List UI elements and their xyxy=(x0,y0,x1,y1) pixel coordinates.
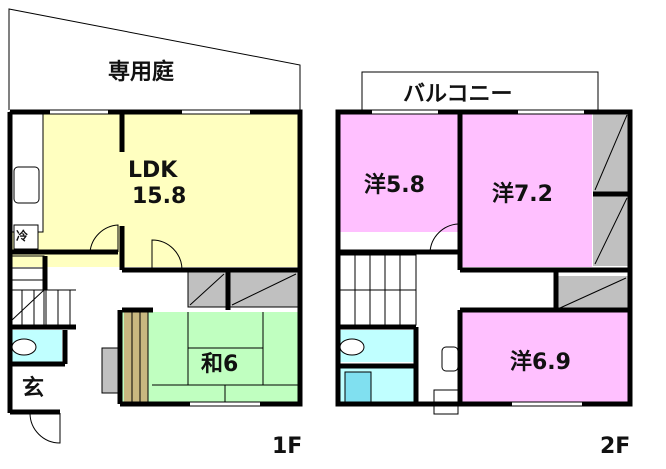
bathtub-icon xyxy=(344,371,372,403)
room-7-2-label: 洋7.2 xyxy=(492,182,553,207)
western-room-7-2 xyxy=(462,112,592,267)
western-room-6-9 xyxy=(462,312,628,404)
room-6-9-label: 洋6.9 xyxy=(510,350,571,375)
washbasin-icon xyxy=(441,346,459,372)
ldk-label: LDK xyxy=(128,158,178,183)
walls-2f xyxy=(335,109,633,407)
toilet-icon xyxy=(11,338,37,356)
sink-icon xyxy=(13,166,40,204)
ldk-size: 15.8 xyxy=(132,184,187,209)
balcony-label: バルコニー xyxy=(403,82,513,107)
balcony xyxy=(361,71,599,111)
garden-label: 専用庭 xyxy=(108,60,175,85)
walls-1f xyxy=(7,109,303,415)
fridge-label: 冷 xyxy=(16,229,29,243)
floor-2f-label: 2F xyxy=(600,434,631,459)
washitsu-room xyxy=(120,312,300,404)
room-5-8-label: 洋5.8 xyxy=(364,173,425,198)
washitsu-label: 和6 xyxy=(201,352,239,377)
fridge-icon xyxy=(13,224,39,250)
floor-1f-label: 1F xyxy=(272,434,303,459)
private-garden xyxy=(8,8,301,110)
stairs-2f xyxy=(339,254,417,326)
stairs-1f xyxy=(11,255,76,327)
western-room-5-8 xyxy=(338,112,460,232)
entrance-label: 玄 xyxy=(22,376,45,401)
ldk-room xyxy=(10,112,300,267)
